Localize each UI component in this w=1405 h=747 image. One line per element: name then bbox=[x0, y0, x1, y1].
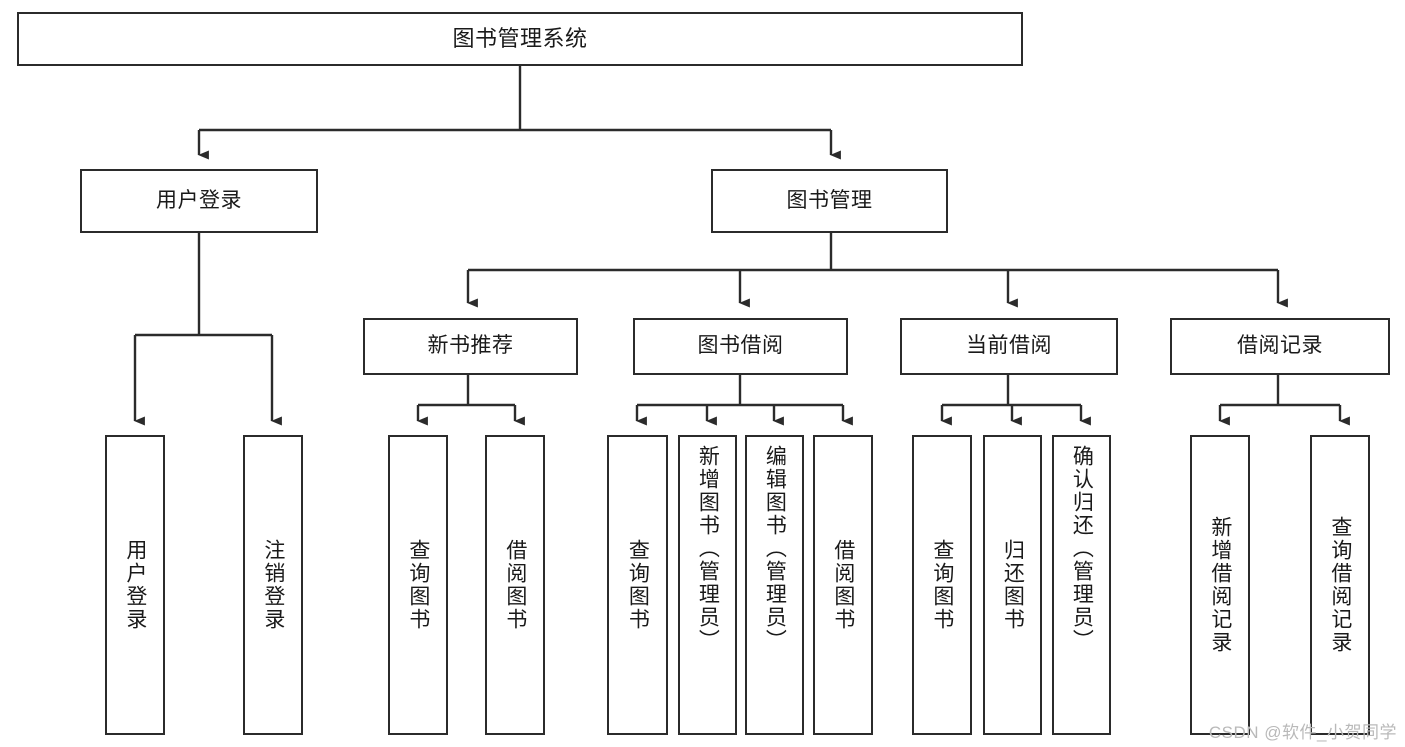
node-label: 新书推荐 bbox=[427, 334, 514, 358]
node-label: 图书借阅 bbox=[697, 334, 784, 358]
leaf-user-login[interactable]: 用户登录 bbox=[105, 435, 165, 735]
leaf-logout[interactable]: 注销登录 bbox=[243, 435, 303, 735]
node-label: 借阅图书 bbox=[503, 539, 527, 631]
node-label: 查询图书 bbox=[930, 539, 954, 631]
node-label: 编辑图书（管理员） bbox=[763, 445, 787, 652]
csdn-watermark: CSDN @软件_小贺同学 bbox=[1208, 723, 1397, 742]
node-current-borrowing[interactable]: 当前借阅 bbox=[900, 318, 1118, 375]
node-label: 图书管理系统 bbox=[452, 26, 588, 52]
node-label: 新增图书（管理员） bbox=[696, 445, 720, 652]
leaf-borrow-books-recommendation[interactable]: 借阅图书 bbox=[485, 435, 545, 735]
leaf-add-book-admin[interactable]: 新增图书（管理员） bbox=[678, 435, 737, 735]
node-new-book-recommendation[interactable]: 新书推荐 bbox=[363, 318, 578, 375]
node-book-management[interactable]: 图书管理 bbox=[711, 169, 948, 233]
leaf-borrow-books-borrowing[interactable]: 借阅图书 bbox=[813, 435, 873, 735]
node-label: 确认归还（管理员） bbox=[1070, 445, 1094, 652]
leaf-query-borrowing-record[interactable]: 查询借阅记录 bbox=[1310, 435, 1370, 735]
leaf-edit-book-admin[interactable]: 编辑图书（管理员） bbox=[745, 435, 804, 735]
node-label: 注销登录 bbox=[261, 539, 285, 631]
node-label: 查询借阅记录 bbox=[1328, 516, 1352, 654]
node-book-borrowing[interactable]: 图书借阅 bbox=[633, 318, 848, 375]
leaf-query-books-current[interactable]: 查询图书 bbox=[912, 435, 972, 735]
node-borrowing-records[interactable]: 借阅记录 bbox=[1170, 318, 1390, 375]
node-user-login[interactable]: 用户登录 bbox=[80, 169, 318, 233]
leaf-confirm-return-admin[interactable]: 确认归还（管理员） bbox=[1052, 435, 1111, 735]
node-label: 借阅记录 bbox=[1237, 334, 1323, 358]
node-label: 查询图书 bbox=[626, 539, 650, 631]
node-label: 用户登录 bbox=[123, 539, 147, 631]
node-label: 当前借阅 bbox=[966, 334, 1052, 358]
node-label: 借阅图书 bbox=[831, 539, 855, 631]
node-label: 查询图书 bbox=[406, 539, 430, 631]
leaf-add-borrowing-record[interactable]: 新增借阅记录 bbox=[1190, 435, 1250, 735]
leaf-return-books[interactable]: 归还图书 bbox=[983, 435, 1042, 735]
node-label: 用户登录 bbox=[156, 188, 242, 212]
node-label: 归还图书 bbox=[1001, 539, 1025, 631]
leaf-query-books-recommendation[interactable]: 查询图书 bbox=[388, 435, 448, 735]
node-label: 新增借阅记录 bbox=[1208, 516, 1232, 654]
node-root-system[interactable]: 图书管理系统 bbox=[17, 12, 1023, 66]
leaf-query-books-borrowing[interactable]: 查询图书 bbox=[607, 435, 668, 735]
node-label: 图书管理 bbox=[786, 188, 873, 212]
